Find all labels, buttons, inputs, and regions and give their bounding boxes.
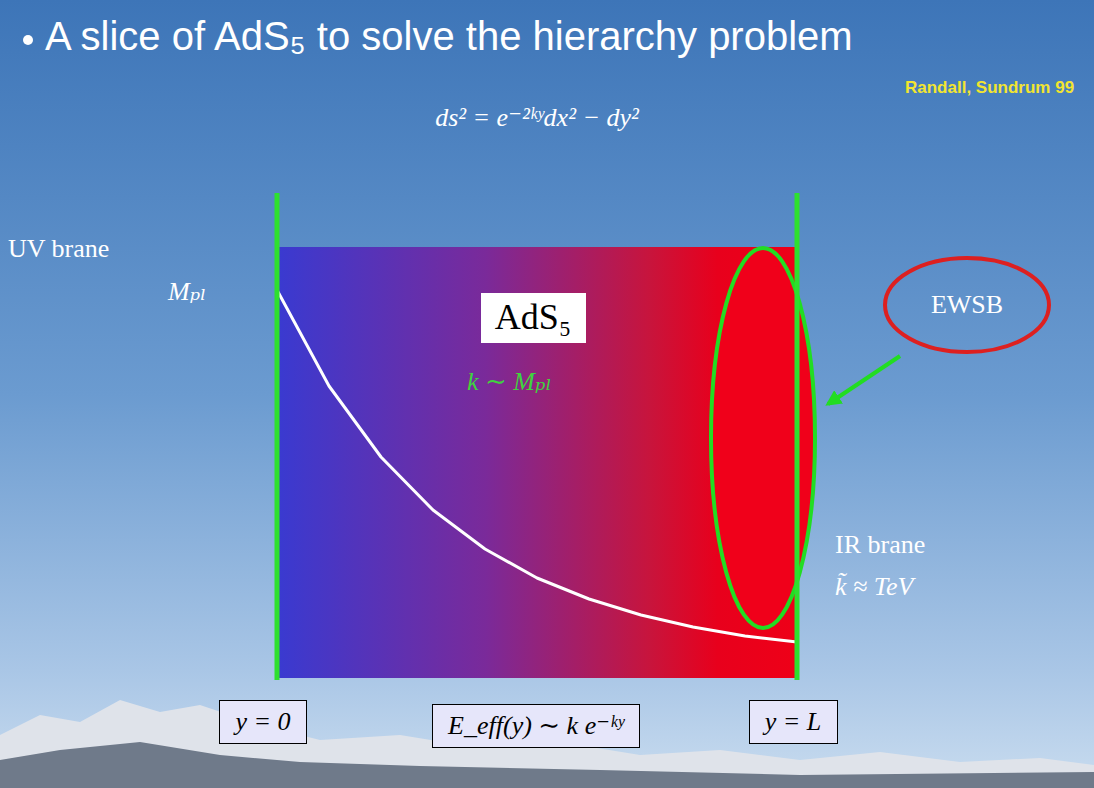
warp-factor-curve bbox=[277, 290, 797, 642]
label-holder: UV brane bbox=[8, 234, 109, 264]
ads-title-box: AdS₅ bbox=[481, 293, 586, 343]
node-text: AdS₅ bbox=[495, 297, 572, 338]
brane-name: UV brane bbox=[8, 234, 109, 264]
text-holder: AdS₅ bbox=[495, 297, 572, 338]
slide-title: A slice of AdS₅ to solve the hierarchy p… bbox=[45, 14, 853, 59]
title-holder: A slice of AdS₅ to solve the hierarchy p… bbox=[45, 14, 853, 59]
brane-scale: Mₚₗ bbox=[168, 276, 206, 307]
ewsb-ellipse: EWSB bbox=[882, 255, 1052, 355]
label-holder: IR brane bbox=[835, 530, 925, 560]
ir-brane-line bbox=[795, 193, 800, 680]
ellipse-shape bbox=[885, 258, 1049, 352]
node-text: y = 0 bbox=[235, 707, 290, 737]
formula-box: E_eff(y) ∼ k e⁻ᵏʸ bbox=[432, 704, 640, 748]
label-holder: Randall, Sundrum 99 bbox=[905, 78, 1074, 98]
coordinate-box: y = 0 bbox=[219, 700, 307, 744]
mountain-base bbox=[0, 742, 1094, 788]
coordinate-box: y = L bbox=[749, 700, 838, 744]
pointer-arrow bbox=[828, 356, 900, 404]
text-holder: y = L bbox=[765, 707, 822, 737]
brane-scale: k̃ ≈ TeV bbox=[835, 572, 913, 602]
title-bullet bbox=[23, 35, 33, 45]
ads-bulk-region: AdS₅ k ∼ Mₚₗ bbox=[277, 247, 797, 678]
text-holder: E_eff(y) ∼ k e⁻ᵏʸ bbox=[448, 711, 624, 741]
brane-name: IR brane bbox=[835, 530, 925, 560]
citation: Randall, Sundrum 99 bbox=[905, 78, 1074, 98]
label-holder: ds² = e⁻²ᵏʸdx² − dy² bbox=[435, 102, 639, 133]
node-text: y = L bbox=[765, 707, 822, 737]
snowy-mountains bbox=[0, 700, 1094, 788]
metric-formula: ds² = e⁻²ᵏʸdx² − dy² bbox=[435, 102, 639, 133]
uv-brane-line bbox=[275, 193, 280, 680]
text-holder: y = 0 bbox=[235, 707, 290, 737]
node-text: EWSB bbox=[931, 290, 1003, 320]
text-holder: EWSB bbox=[931, 290, 1003, 320]
label-holder: k̃ ≈ TeV bbox=[835, 572, 913, 602]
node-text: k ∼ Mₚₗ bbox=[467, 367, 552, 397]
label-holder: Mₚₗ bbox=[168, 276, 206, 307]
text-holder: k ∼ Mₚₗ bbox=[467, 367, 552, 397]
node-text: E_eff(y) ∼ k e⁻ᵏʸ bbox=[448, 711, 624, 741]
